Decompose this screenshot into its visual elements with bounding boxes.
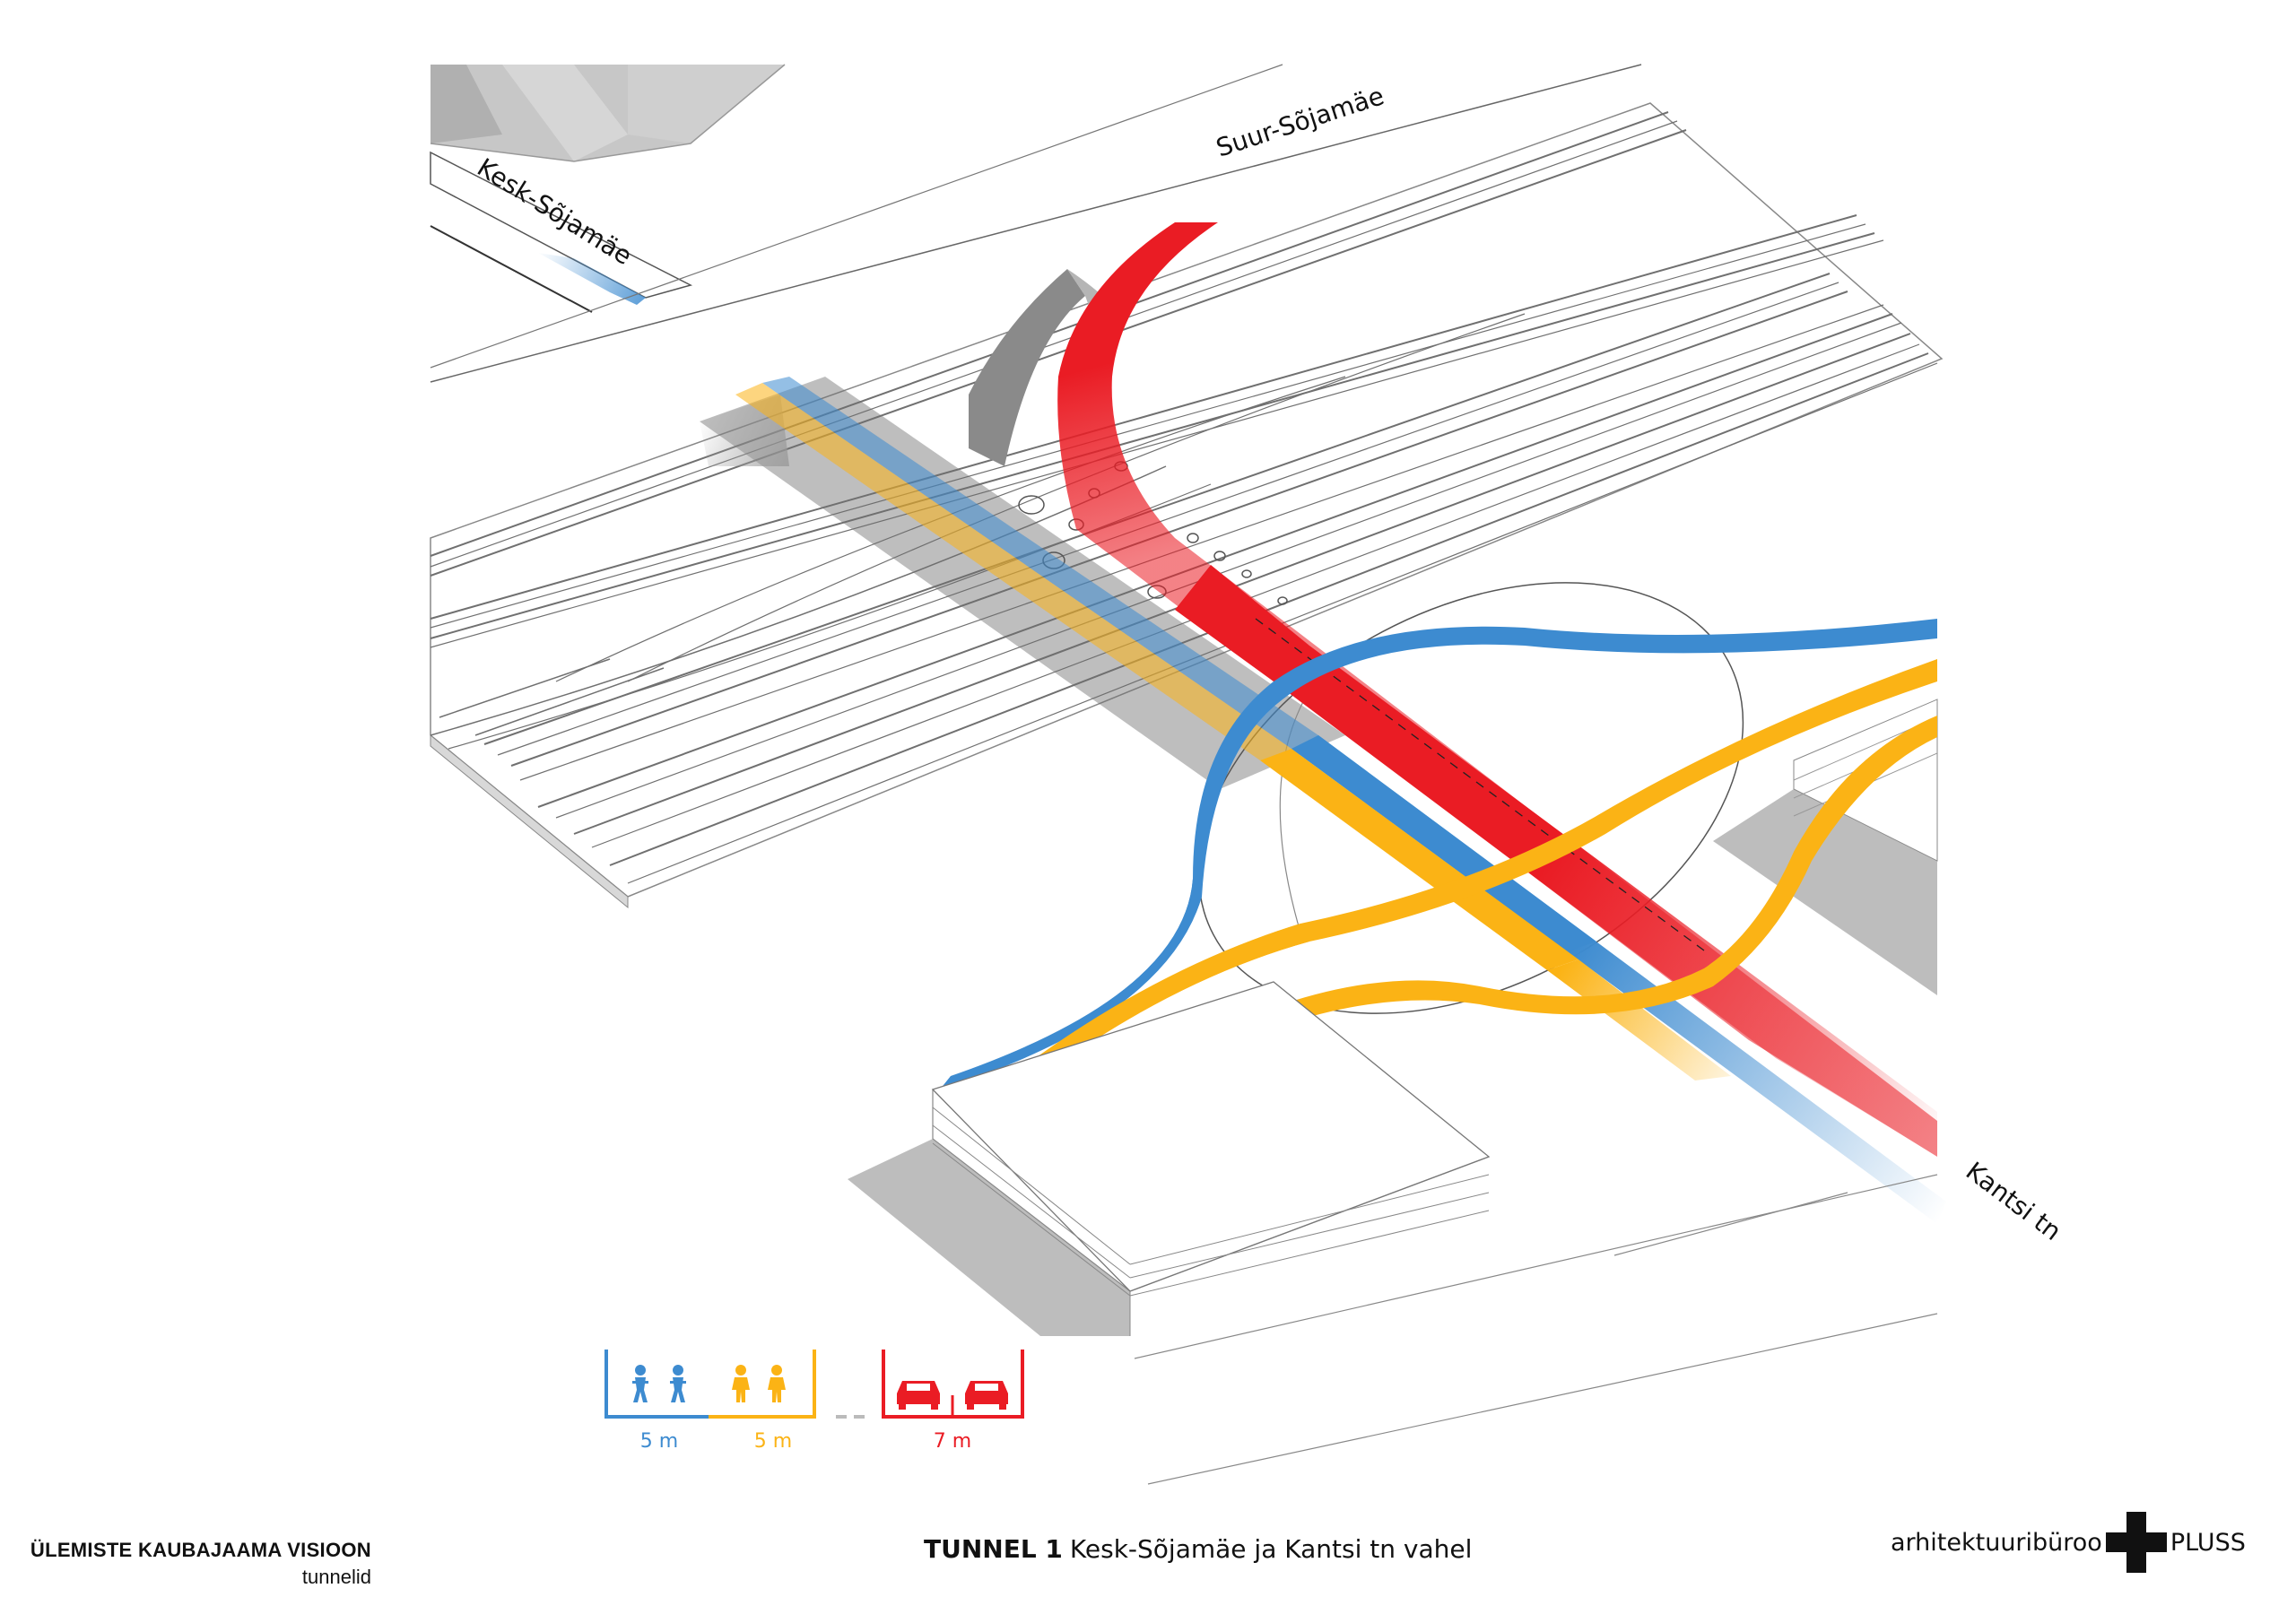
suur-sojamae-road-edge-2 [430, 64, 1283, 369]
suur-sojamae-road-edge [430, 64, 1642, 383]
street-label-kantsi: Kantsi tn [1961, 1156, 2067, 1246]
project-title: ÜLEMISTE KAUBAJAAMA VISIOON [30, 1539, 371, 1561]
pedestrian-icon [732, 1365, 750, 1402]
street-label-suur-sojamae: Suur-Sõjamäe [1213, 81, 1387, 163]
pedestrian-icon [768, 1365, 786, 1402]
pedestrian-tunnel-yellow [735, 383, 1731, 1081]
railway-slab [430, 102, 1944, 909]
cycle-tunnel-blue [762, 377, 1946, 1224]
car-icon [965, 1381, 1008, 1410]
legend-pedestrian-width: 5 m [754, 1430, 792, 1453]
cyclist-icon [670, 1365, 686, 1402]
cross-section-legend: 5 m 5 m 7 m [604, 1350, 1024, 1453]
firm-name-part1: arhitektuuribüroo [1891, 1528, 2102, 1557]
sheet-title-rest: Kesk-Sõjamäe ja Kantsi tn vahel [1069, 1534, 1473, 1564]
sheet-title-bold: TUNNEL 1 [924, 1534, 1063, 1564]
kesk-sojamae-street-block [430, 151, 693, 313]
legend-pedestrian-bracket [709, 1350, 816, 1419]
firm-logo: arhitektuuribüroo PLUSS [1891, 1512, 2246, 1573]
project-subtitle: tunnelid [301, 1566, 371, 1588]
legend-cycle-width: 5 m [640, 1430, 678, 1453]
cyclist-icon [632, 1365, 648, 1402]
legend-cycle-bracket [604, 1350, 709, 1419]
roundabout-inner-edge [1279, 690, 1310, 933]
firm-name-part2: PLUSS [2170, 1528, 2246, 1557]
project-title-block: ÜLEMISTE KAUBAJAAMA VISIOON tunnelid [30, 1539, 371, 1589]
cycle-ramp-blue [940, 619, 1937, 1089]
car-icon [897, 1381, 940, 1410]
ground-lines [1134, 1174, 1938, 1485]
bottom-left-building [848, 981, 1491, 1336]
car-tunnel-red [1057, 222, 1937, 1157]
top-left-building [430, 64, 786, 162]
legend-car-width: 7 m [934, 1430, 971, 1453]
plus-cross-icon [2105, 1512, 2167, 1573]
